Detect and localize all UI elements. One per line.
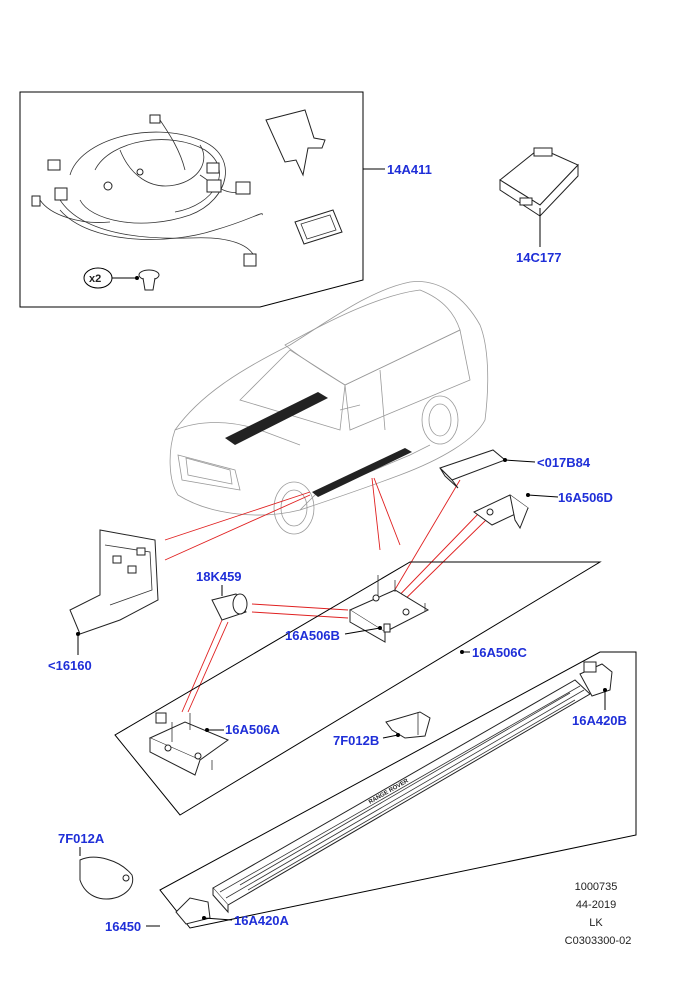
step-highlight [312, 448, 412, 497]
vehicle-outline [169, 281, 489, 535]
ref-number: 1000735 [575, 881, 618, 893]
bracket-7f012b-group: 7F012B [333, 711, 431, 748]
callout-017b84[interactable]: <017B84 [537, 455, 591, 470]
wiring-kit-group: 14A411 [19, 91, 432, 308]
running-board-group: 16450 RANGE ROVER 16A420B 16A420A [105, 651, 637, 934]
kit-16a506c-group: 16A506C 16A506B 16A506A [114, 561, 602, 816]
callout-7f012a[interactable]: 7F012A [58, 831, 105, 846]
instruction-sheet [265, 109, 326, 177]
callout-16160[interactable]: <16160 [48, 658, 92, 673]
cover-16160 [69, 529, 159, 635]
callout-16a506d[interactable]: 16A506D [558, 490, 613, 505]
sleeve-18k459-group: 18K459 [196, 569, 248, 621]
cover-16160-group: <16160 [48, 529, 159, 673]
clip-quantity: x2 [89, 273, 101, 285]
ref-initials: LK [589, 917, 603, 929]
switch-bezel [294, 209, 343, 245]
running-board [212, 679, 591, 906]
callout-14a411[interactable]: 14A411 [387, 162, 432, 177]
callout-16450[interactable]: 16450 [105, 919, 141, 934]
motor-16a420b [579, 661, 613, 710]
callout-16a506c[interactable]: 16A506C [472, 645, 528, 660]
bracket-017b84 [439, 449, 506, 481]
ref-code: C0303300-02 [565, 935, 632, 947]
cover-7f012a [79, 856, 134, 900]
bracket-017b84-group: <017B84 [439, 449, 591, 489]
kit-16a506c-frame [114, 561, 602, 816]
bracket-16a506d-group: 16A506D [473, 490, 613, 530]
callout-7f012b[interactable]: 7F012B [333, 733, 379, 748]
wiring-kit-frame [19, 91, 364, 308]
control-module-group: 14C177 [499, 147, 579, 265]
bracket-7f012b [385, 711, 431, 739]
bracket-16a506b [348, 575, 430, 643]
cover-7f012a-group: 7F012A [58, 831, 134, 900]
endcap-16a420a [175, 897, 233, 925]
wiring-harness [31, 114, 263, 267]
leader-lines [164, 477, 487, 713]
callout-16a420b[interactable]: 16A420B [572, 713, 627, 728]
clip-group: x2 [83, 267, 160, 291]
callout-18k459[interactable]: 18K459 [196, 569, 242, 584]
callout-16a506a[interactable]: 16A506A [225, 722, 281, 737]
callout-14c177[interactable]: 14C177 [516, 250, 562, 265]
roof-harness-highlight [225, 392, 328, 445]
bracket-16a506a [148, 712, 230, 776]
callout-16a506b[interactable]: 16A506B [285, 628, 340, 643]
ref-date: 44-2019 [576, 899, 616, 911]
reference-block: 1000735 44-2019 LK C0303300-02 [565, 881, 632, 947]
callout-16a420a[interactable]: 16A420A [234, 913, 290, 928]
